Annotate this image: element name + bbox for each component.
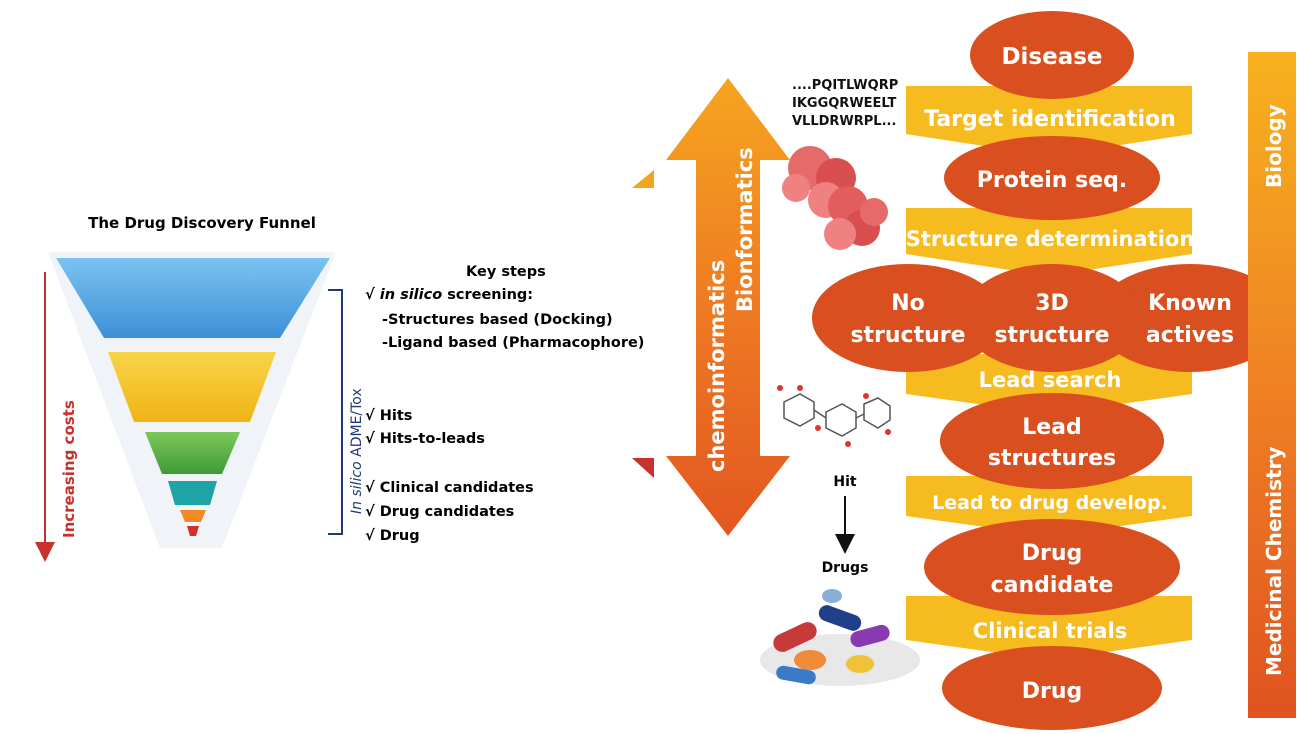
key-steps: Key steps √ in silico screening: -Struct…: [365, 264, 644, 544]
bioinformatics-label: Bionformatics: [733, 147, 757, 312]
funnel-tier-1: [56, 258, 330, 338]
label-lead-search: Lead search: [979, 368, 1122, 392]
pipeline-labels: Disease Target identification Protein se…: [850, 44, 1234, 704]
key-step-structures: -Structures based (Docking): [382, 312, 613, 328]
label-drug: Drug: [1022, 679, 1083, 704]
side-bar: [1248, 52, 1296, 718]
pipeline-nodes: [812, 11, 1286, 730]
label-target-identification: Target identification: [924, 107, 1176, 132]
label-lead-structures-1: Lead: [1022, 415, 1082, 440]
funnel-tier-6: [187, 526, 199, 536]
node-disease: [970, 11, 1134, 99]
label-no-structure-1: No: [891, 291, 925, 316]
sequence-line-2: IKGGQRWEELT: [792, 96, 897, 111]
adme-bracket-label: In silico ADME/Tox: [349, 388, 365, 514]
key-step-screening: √ in silico screening:: [365, 286, 533, 303]
funnel-title: The Drug Discovery Funnel: [88, 214, 316, 232]
label-3d-structure-1: 3D: [1035, 291, 1069, 316]
chevron-clinical-trials: [906, 596, 1192, 660]
key-step-drug-candidates: √ Drug candidates: [365, 503, 514, 520]
bottom-marker-triangle: [632, 458, 654, 478]
label-lead-to-drug: Lead to drug develop.: [932, 492, 1168, 514]
funnel-tier-2: [108, 352, 276, 422]
bidirectional-arrow: [666, 78, 790, 536]
top-marker-triangle: [632, 170, 654, 188]
funnel-tier-5: [180, 510, 206, 522]
node-protein-seq: [944, 136, 1160, 220]
label-known-actives-1: Known: [1148, 291, 1232, 316]
label-protein-seq: Protein seq.: [977, 168, 1128, 193]
key-step-drug: √ Drug: [365, 527, 420, 544]
label-no-structure-2: structure: [850, 323, 965, 348]
key-step-ligand: -Ligand based (Pharmacophore): [382, 335, 644, 351]
chevron-lead-search: [906, 354, 1192, 414]
protein-structure-image: [782, 146, 888, 250]
sequence-line-3: VLLDRWRPL...: [792, 114, 896, 129]
side-bar-biology: Biology: [1262, 104, 1286, 188]
label-disease: Disease: [1001, 44, 1102, 70]
key-step-hits: √ Hits: [365, 407, 412, 424]
adme-bracket: [328, 289, 343, 535]
hit-label: Hit: [833, 474, 857, 490]
node-3d-structure: [962, 264, 1142, 372]
node-known-actives: [1094, 264, 1286, 372]
chevron-structure-determination: [906, 208, 1192, 276]
label-3d-structure-2: structure: [994, 323, 1109, 348]
label-drug-candidate-1: Drug: [1022, 541, 1083, 566]
label-known-actives-2: actives: [1146, 323, 1234, 348]
node-lead-structures: [940, 393, 1164, 489]
funnel-tier-4: [168, 481, 217, 505]
funnel: [48, 252, 336, 548]
drugs-label: Drugs: [822, 560, 869, 576]
label-lead-structures-2: structures: [988, 446, 1116, 471]
chevron-lead-to-drug: [906, 476, 1192, 536]
chemoinformatics-label: chemoinformatics: [705, 260, 729, 472]
side-bar-medicinal-chemistry: Medicinal Chemistry: [1262, 447, 1286, 676]
node-drug-candidate: [924, 519, 1180, 615]
pills-image: [760, 589, 920, 686]
key-steps-heading: Key steps: [466, 264, 546, 280]
node-no-structure: [812, 264, 1004, 372]
chevron-target-identification: [906, 86, 1192, 156]
pipeline-chevrons: [906, 86, 1192, 660]
funnel-tier-3: [145, 432, 240, 474]
key-step-clinical-candidates: √ Clinical candidates: [365, 479, 534, 496]
molecule-image: [777, 385, 891, 447]
cost-label: Increasing costs: [60, 400, 78, 538]
label-drug-candidate-2: candidate: [991, 573, 1114, 598]
key-step-hits-to-leads: √ Hits-to-leads: [365, 430, 485, 447]
node-drug: [942, 646, 1162, 730]
label-structure-determination: Structure determination: [906, 227, 1195, 251]
label-clinical-trials: Clinical trials: [973, 619, 1128, 643]
sequence-line-1: ....PQITLWQRP: [792, 78, 898, 93]
